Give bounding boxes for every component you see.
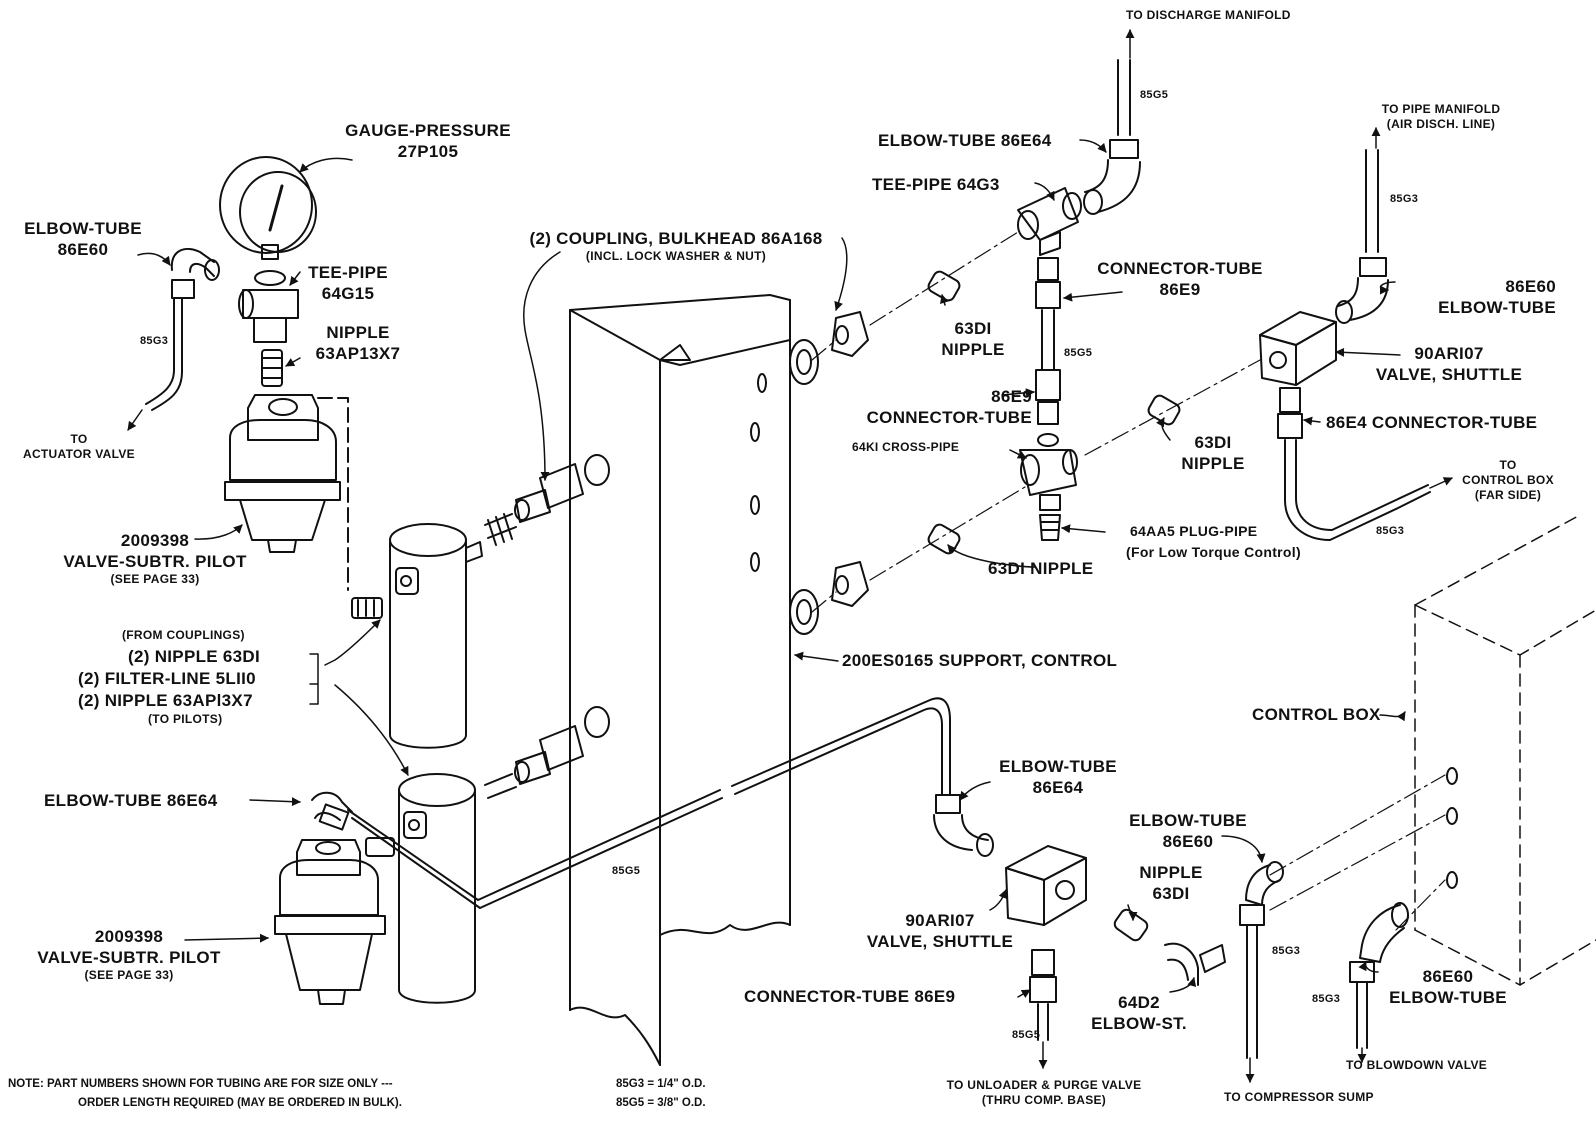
label-tee-pipe-64g3: TEE-PIPE 64G3 <box>872 175 1000 194</box>
label-85g5-low: 85G5 <box>612 865 641 877</box>
label-elbow-tube-86e64-left: ELBOW-TUBE 86E64 <box>44 791 218 810</box>
pressure-gauge <box>219 156 317 260</box>
label-valve-pilot-lower: 2009398 VALVE-SUBTR. PILOT (SEE PAGE 33) <box>37 927 221 982</box>
elbow-st-64d2 <box>1164 942 1226 986</box>
elbow-tube-86e60-left <box>145 248 220 411</box>
label-elbow-tube-86e60-blowdown: 86E60 ELBOW-TUBE <box>1389 967 1507 1007</box>
elbow-tube-86e60-right <box>1335 149 1389 324</box>
label-to-actuator-valve: TO ACTUATOR VALVE <box>23 432 135 461</box>
label-85g3-right: 85G3 <box>1390 193 1419 205</box>
note-line-2: ORDER LENGTH REQUIRED (MAY BE ORDERED IN… <box>78 1097 402 1109</box>
label-elbow-st-64d2: 64D2 ELBOW-ST. <box>1091 993 1187 1033</box>
plug-pipe-64aa5 <box>1039 514 1061 541</box>
label-85g3-sump: 85G3 <box>1272 945 1301 957</box>
connector-tube-86e4 <box>1277 387 1431 541</box>
support-channel <box>569 294 791 1066</box>
label-nipple-63d1-a: 63DI NIPPLE <box>941 319 1005 359</box>
label-elbow-tube-86e60-lower: ELBOW-TUBE 86E60 <box>1129 811 1247 851</box>
label-plug-pipe-64aa5: 64AA5 PLUG-PIPE <box>1130 523 1258 539</box>
label-to-blowdown-valve: TO BLOWDOWN VALVE <box>1346 1058 1488 1072</box>
label-cross-pipe-64k1: 64KI CROSS-PIPE <box>852 440 960 454</box>
label-85g5-bottom: 85G5 <box>1012 1029 1041 1041</box>
tee-pipe-64g3 <box>1017 187 1082 256</box>
control-box-outline <box>1414 514 1596 986</box>
label-to-discharge-manifold: TO DISCHARGE MANIFOLD <box>1126 8 1291 22</box>
label-to-control-box: TO CONTROL BOX (FAR SIDE) <box>1462 458 1554 502</box>
center-lines <box>811 231 1446 931</box>
label-elbow-tube-86e64-top: ELBOW-TUBE 86E64 <box>878 131 1052 150</box>
label-nipple-63ap13x7: NIPPLE 63AP13X7 <box>315 323 401 363</box>
lock-nuts-upper <box>789 311 869 385</box>
elbow-tube-86e64-top <box>1083 59 1141 215</box>
nipple-63ap13x7 <box>261 349 283 387</box>
label-tee-pipe-64g15: TEE-PIPE 64G15 <box>308 263 388 303</box>
bulkhead-coupling-upper <box>484 454 610 546</box>
label-to-pipe-manifold: TO PIPE MANIFOLD (AIR DISCH. LINE) <box>1381 102 1501 131</box>
label-from-couplings: (FROM COUPLINGS) <box>122 628 245 642</box>
tube-85g5-long <box>347 697 951 909</box>
label-nipple-63ap-list: (2) NIPPLE 63APl3X7 <box>78 691 253 710</box>
label-elbow-tube-86e60-left: ELBOW-TUBE 86E60 <box>24 219 142 259</box>
label-gauge-pressure: GAUGE-PRESSURE 27P105 <box>345 121 511 161</box>
connector-tube-86e9-bottom <box>1029 949 1057 1041</box>
elbow-tube-86e64-mid <box>933 794 994 857</box>
note-size-85g3: 85G3 = 1/4" O.D. <box>616 1078 706 1090</box>
valve-subtr-pilot-bottom <box>274 839 386 1005</box>
label-elbow-tube-86e60-right: 86E60 ELBOW-TUBE <box>1438 277 1556 317</box>
bulkhead-coupling-lower <box>484 706 610 799</box>
cross-pipe-64k1 <box>1019 433 1078 511</box>
label-connector-tube-86e4: 86E4 CONNECTOR-TUBE <box>1326 413 1538 432</box>
tubing-note: NOTE: PART NUMBERS SHOWN FOR TUBING ARE … <box>8 1075 706 1113</box>
label-nipple-63d1-d: NIPPLE 63DI <box>1139 863 1203 903</box>
label-control-box: CONTROL BOX <box>1252 705 1381 724</box>
label-valve-shuttle-lower: 90ARI07 VALVE, SHUTTLE <box>866 911 1014 951</box>
elbow-tube-86e64-left <box>311 791 353 831</box>
label-valve-shuttle-upper: 90ARI07 VALVE, SHUTTLE <box>1375 344 1523 384</box>
label-plug-pipe-note: (For Low Torque Control) <box>1126 544 1301 560</box>
label-valve-pilot-upper: 2009398 VALVE-SUBTR. PILOT (SEE PAGE 33) <box>63 531 247 586</box>
valve-subtr-pilot-top <box>224 394 349 591</box>
elbow-tube-86e60-lower <box>1239 861 1284 1059</box>
filter-line-lower <box>365 773 476 1004</box>
label-connector-tube-86e9-mid: 86E9 CONNECTOR-TUBE <box>866 387 1032 427</box>
connector-tube-86e9-mid <box>1035 369 1061 425</box>
label-85g3-blowdown: 85G3 <box>1312 993 1341 1005</box>
label-to-pilots: (TO PILOTS) <box>148 712 223 726</box>
valve-shuttle-lower <box>1005 845 1087 926</box>
label-to-compressor-sump: TO COMPRESSOR SUMP <box>1224 1090 1374 1104</box>
label-connector-tube-86e9-top: CONNECTOR-TUBE 86E9 <box>1097 259 1263 299</box>
label-filter-line: (2) FILTER-LINE 5LII0 <box>78 669 256 688</box>
fitting-circles-control-box <box>1446 767 1458 889</box>
valve-shuttle-upper <box>1259 311 1337 386</box>
filter-line-upper <box>351 523 483 749</box>
lock-nuts-lower <box>789 561 869 635</box>
note-line-1: NOTE: PART NUMBERS SHOWN FOR TUBING ARE … <box>8 1078 393 1090</box>
label-elbow-tube-86e64-mid: ELBOW-TUBE 86E64 <box>999 757 1117 797</box>
label-85g3-left: 85G3 <box>140 335 169 347</box>
label-85g3-control-box: 85G3 <box>1376 525 1405 537</box>
tee-pipe-64g15 <box>238 270 299 343</box>
label-nipple-63d1-c: 63DI NIPPLE <box>988 559 1094 578</box>
note-size-85g5: 85G5 = 3/8" O.D. <box>616 1097 706 1109</box>
label-nipple-63d1-list: (2) NIPPLE 63DI <box>128 647 261 666</box>
leader-lines <box>127 29 1453 1083</box>
label-to-unloader-purge-valve: TO UNLOADER & PURGE VALVE (THRU COMP. BA… <box>946 1078 1142 1107</box>
label-support-control: 200ES0165 SUPPORT, CONTROL <box>842 651 1118 670</box>
label-85g5-mid: 85G5 <box>1064 347 1093 359</box>
label-coupling-bulkhead: (2) COUPLING, BULKHEAD 86A168 (INCL. LOC… <box>529 229 823 263</box>
label-connector-tube-86e9-bottom: CONNECTOR-TUBE 86E9 <box>744 987 956 1006</box>
connector-tube-86e9-top <box>1035 257 1061 371</box>
label-85g5-top: 85G5 <box>1140 89 1169 101</box>
label-nipple-63d1-b: 63DI NIPPLE <box>1181 433 1245 473</box>
